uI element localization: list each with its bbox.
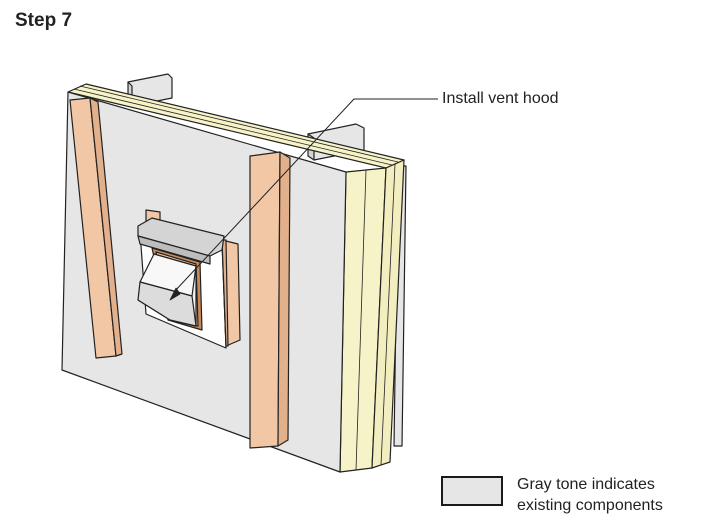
legend-text-line-2: existing components <box>517 497 663 514</box>
legend-text-line-1: Gray tone indicates <box>517 476 655 493</box>
step-title: Step 7 <box>15 10 73 31</box>
legend-swatch <box>441 476 503 506</box>
rigid-insulation-layer <box>67 83 405 473</box>
furring-strip-left <box>69 97 123 359</box>
furring-strip-center <box>249 151 291 449</box>
callout-leader <box>169 98 438 301</box>
callout-label-install-vent-hood: Install vent hood <box>442 90 559 107</box>
legend-text: Gray tone indicates existing components <box>517 474 663 516</box>
